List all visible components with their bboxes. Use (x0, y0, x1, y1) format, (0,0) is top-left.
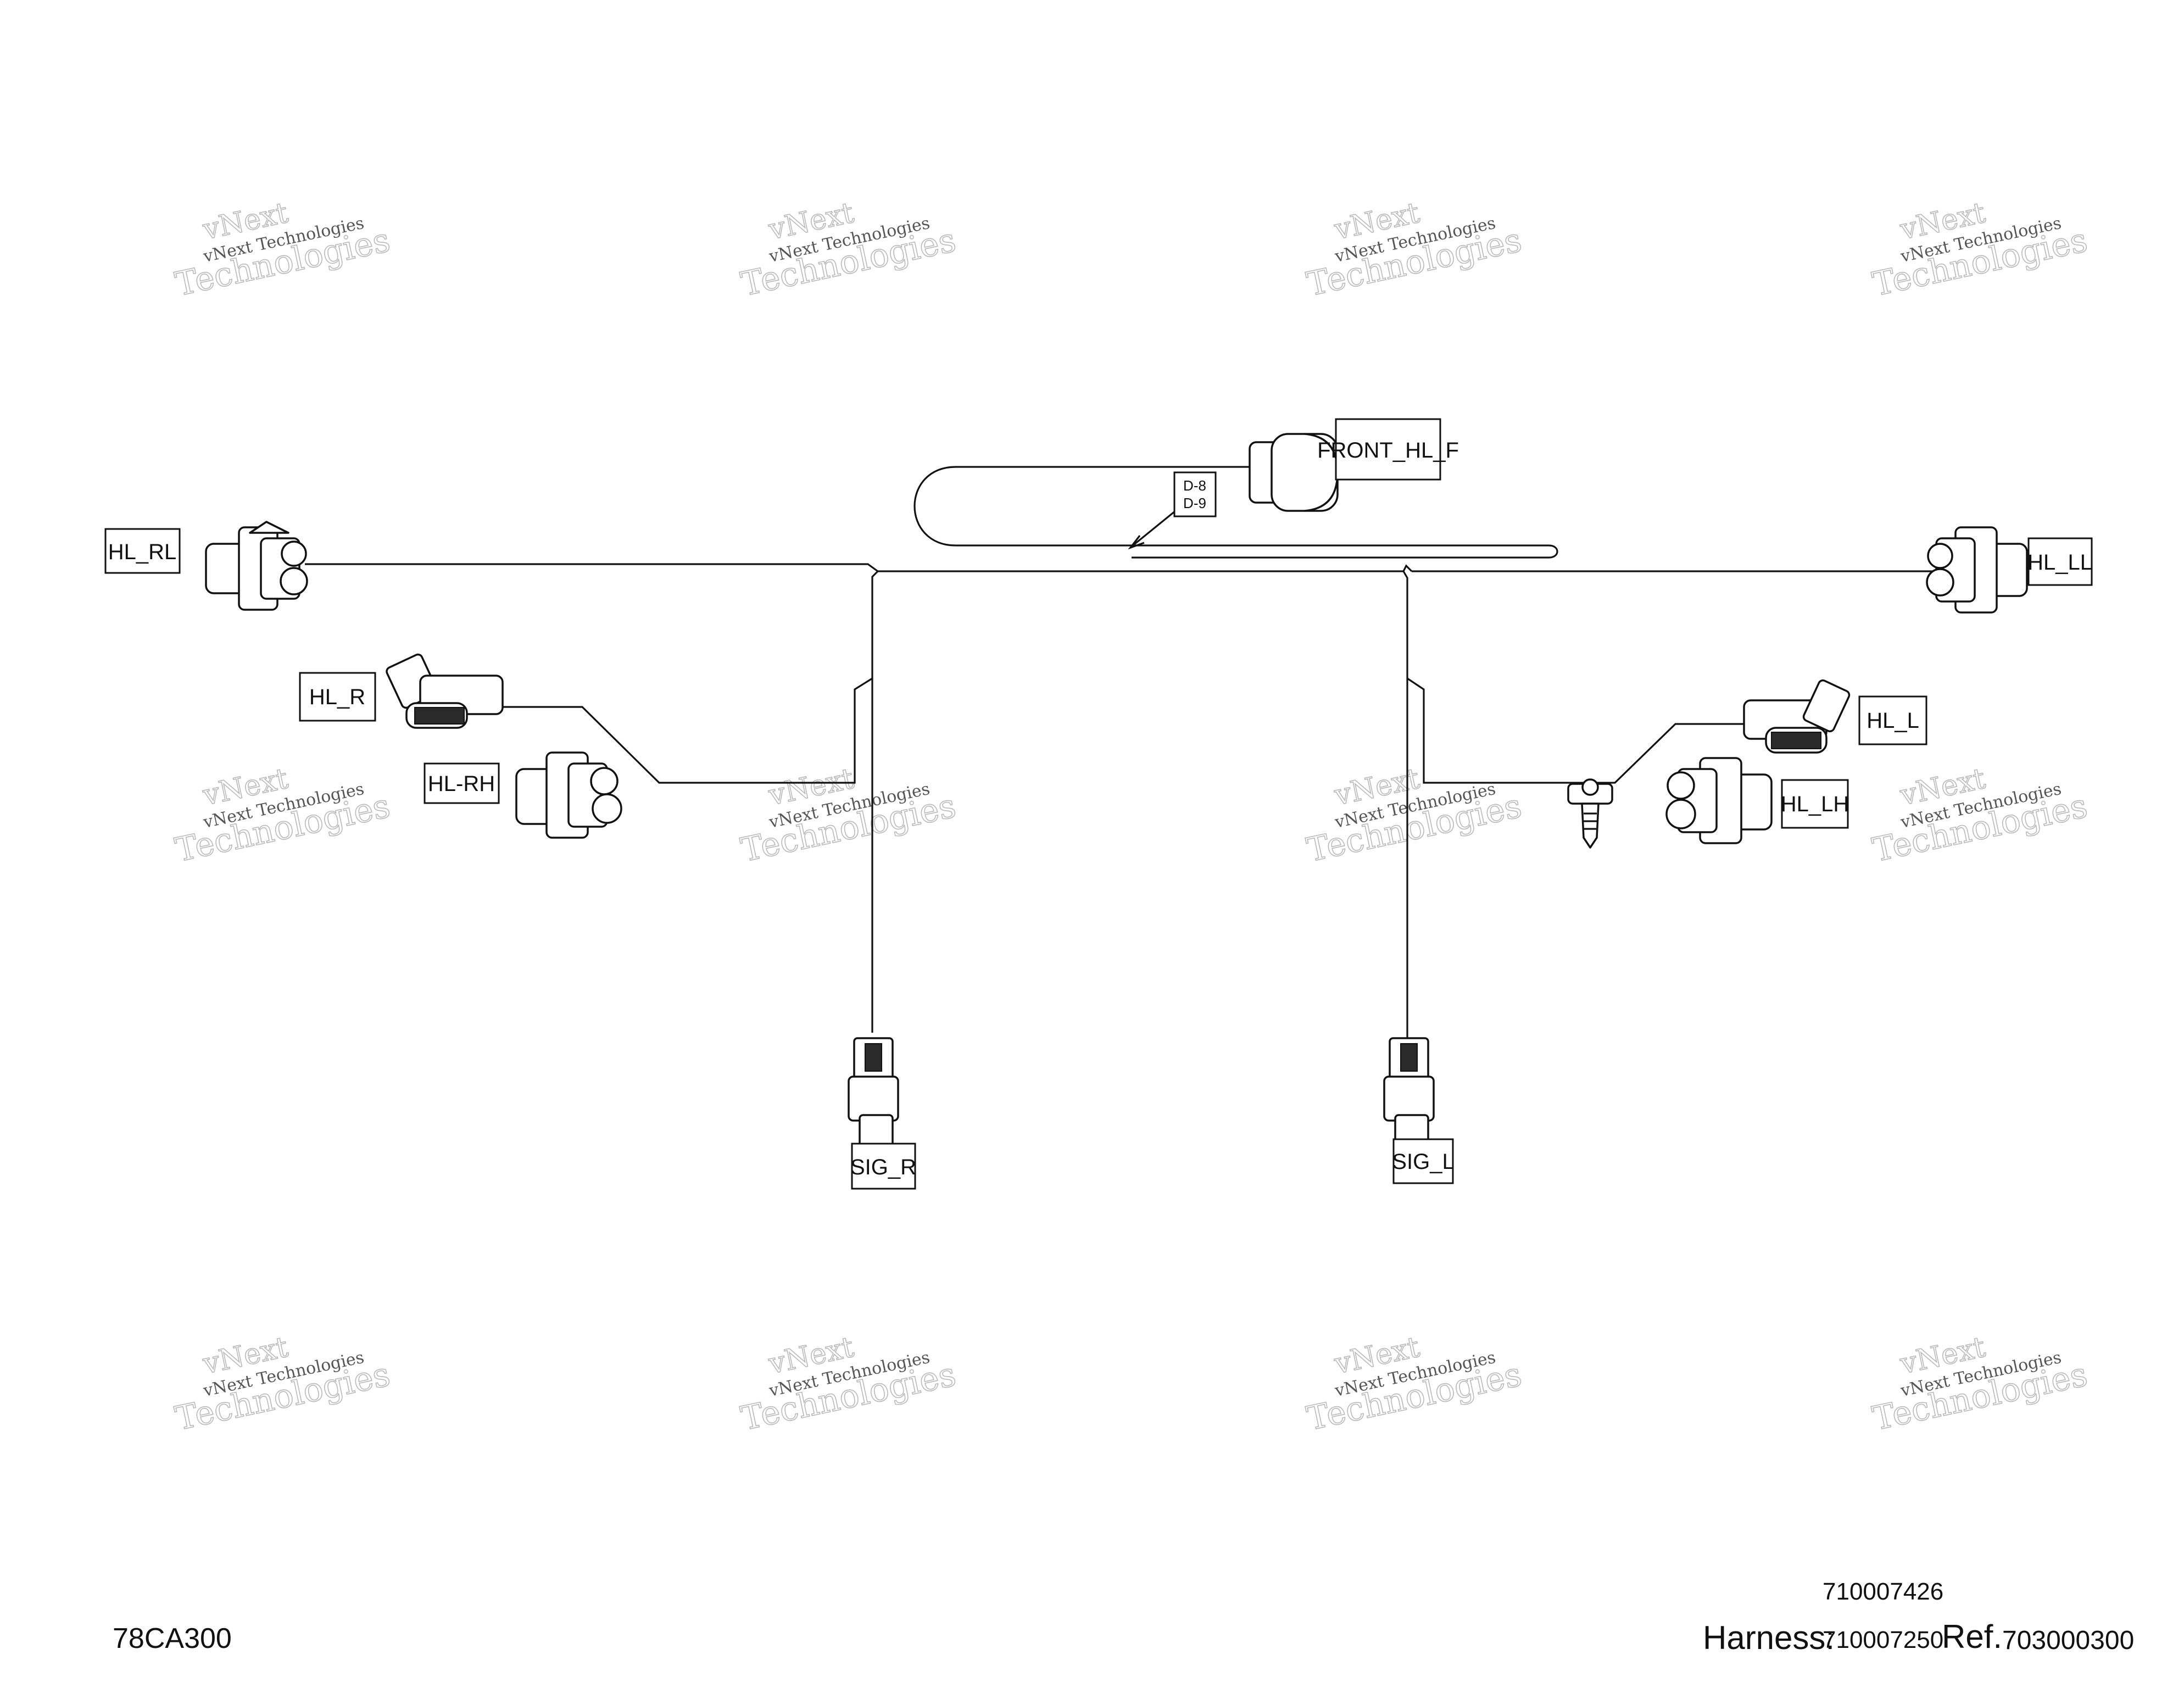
label-hl-r-text: HL_R (309, 685, 365, 709)
label-splice: D-8 D-9 (1173, 471, 1217, 517)
footer: 78CA300 710007426 Harness: 710007250 Ref… (113, 1578, 2134, 1656)
label-splice-d8: D-8 (1183, 477, 1206, 494)
harness-number-top: 710007426 (1823, 1578, 1943, 1605)
front-hl-f-connector-icon (1249, 433, 1339, 512)
watermark-tile: vNext vNext Technologies Technologies (737, 196, 960, 304)
label-hl-l-text: HL_L (1867, 709, 1919, 733)
hl-r-connector-icon (386, 653, 504, 729)
hl-l-connector-icon (1743, 679, 1851, 754)
splice-pointer-head (1128, 535, 1145, 550)
watermark-tile: vNext vNext Technologies Technologies (1303, 1330, 1525, 1439)
label-hl-rh-text: HL-RH (428, 772, 495, 796)
label-front-hl-f: FRONT_HL_F (1317, 418, 1459, 481)
sig-l-connector-icon (1383, 1037, 1435, 1149)
watermark-tile: vNext vNext Technologies Technologies (171, 196, 394, 304)
watermark-tile: vNext vNext Technologies Technologies (171, 1330, 394, 1439)
splice-pointer (1130, 510, 1177, 548)
watermark-tile: vNext vNext Technologies Technologies (1869, 1330, 2091, 1439)
label-sig-r-text: SIG_R (850, 1155, 916, 1179)
label-hl-rl-text: HL_RL (108, 540, 177, 564)
hl-l-branch-wire (1407, 677, 1747, 784)
watermark-tile: vNext vNext Technologies Technologies (1303, 762, 1525, 870)
harness-number: 710007250 (1823, 1626, 1943, 1653)
watermark-tile: vNext vNext Technologies Technologies (1303, 196, 1525, 304)
hl-rh-connector-icon (515, 751, 622, 839)
right-drop-wire (1402, 564, 1413, 1041)
label-front-hl-f-text: FRONT_HL_F (1317, 438, 1459, 463)
label-hl-lh: HL_LH (1781, 779, 1849, 829)
hl-lh-connector-icon (1665, 757, 1773, 844)
hl-rl-wire (305, 563, 878, 572)
front-hl-loop-wire (913, 466, 1258, 547)
label-hl-ll-text: HL_LL (2027, 550, 2092, 575)
label-hl-rh: HL-RH (424, 762, 500, 804)
front-hl-return-wire (1121, 544, 1558, 559)
label-sig-r: SIG_R (850, 1143, 916, 1190)
drawing-code: 78CA300 (113, 1623, 232, 1654)
watermark-tile: vNext vNext Technologies Technologies (737, 1330, 960, 1439)
watermark-tile: vNext vNext Technologies Technologies (171, 762, 394, 870)
harness-label: Harness: (1703, 1619, 1835, 1656)
label-hl-l: HL_L (1858, 695, 1927, 745)
ref-label: Ref. (1942, 1618, 2002, 1655)
label-sig-l-text: SIG_L (1392, 1150, 1454, 1174)
label-splice-d9: D-9 (1183, 495, 1206, 511)
ref-number: 703000300 (2002, 1626, 2134, 1655)
label-sig-l: SIG_L (1392, 1138, 1455, 1184)
sig-r-connector-icon (848, 1037, 899, 1149)
ground-terminal-icon (1567, 778, 1613, 849)
label-hl-rl: HL_RL (104, 528, 181, 574)
label-hl-r: HL_R (299, 672, 376, 722)
hl-r-branch-wire (501, 677, 873, 784)
label-hl-ll: HL_LL (2027, 537, 2093, 586)
label-hl-lh-text: HL_LH (1781, 792, 1849, 816)
hl-rl-connector-icon (205, 521, 308, 611)
hl-ll-connector-icon (1926, 526, 2028, 614)
watermark-tile: vNext vNext Technologies Technologies (737, 762, 960, 870)
watermark-tile: vNext vNext Technologies Technologies (1869, 762, 2091, 870)
left-drop-wire (871, 570, 879, 1033)
watermark-tile: vNext vNext Technologies Technologies (1869, 196, 2091, 304)
